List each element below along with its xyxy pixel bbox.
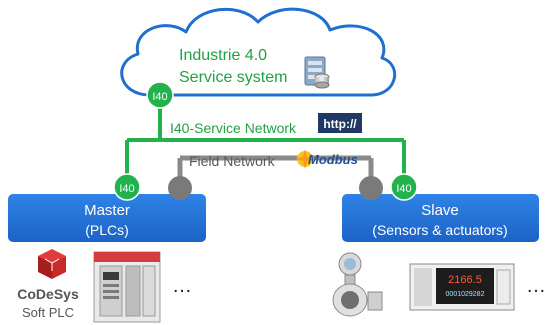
display-value: 2166.5 <box>448 274 482 286</box>
slave-box <box>342 194 539 242</box>
slave-field-connector <box>359 176 383 200</box>
slave-i40-label: I40 <box>396 183 411 195</box>
master-subtitle: (PLCs) <box>85 222 129 238</box>
plc-module-image <box>93 251 161 323</box>
ellipsis-right: … <box>526 275 546 297</box>
http-badge <box>318 113 362 133</box>
master-title: Master <box>84 202 130 219</box>
cloud-i40-label: I40 <box>152 91 167 103</box>
modbus-logo: Modbus <box>295 149 358 169</box>
flow-meter-image <box>332 252 383 317</box>
cloud-shape <box>120 7 397 97</box>
modbus-label: Modbus <box>308 152 358 167</box>
slave-i40-badge: I40 <box>390 173 418 201</box>
display-small: 0001029282 <box>446 291 485 298</box>
service-network-label: I40-Service Network <box>170 120 297 136</box>
ellipsis-left: … <box>172 275 192 297</box>
http-badge-label: http:// <box>323 117 357 131</box>
field-network-label: Field Network <box>189 153 276 169</box>
cloud-i40-badge: I40 <box>146 81 174 109</box>
master-i40-badge: I40 <box>113 173 141 201</box>
cloud-title-line1: Industrie 4.0 <box>179 47 267 64</box>
codesys-label: CoDeSys <box>17 286 79 302</box>
master-i40-label: I40 <box>119 183 134 195</box>
panel-display-image: 2166.5 0001029282 <box>409 263 515 311</box>
cloud-title-line2: Service system <box>179 69 287 86</box>
database-server-icon <box>304 56 330 89</box>
codesys-cube-icon <box>38 249 66 279</box>
master-field-connector <box>168 176 192 200</box>
master-box <box>8 194 206 242</box>
slave-subtitle: (Sensors & actuators) <box>372 222 507 238</box>
service-network-lines <box>125 105 406 182</box>
codesys-sublabel: Soft PLC <box>22 305 74 320</box>
slave-title: Slave <box>421 202 459 219</box>
